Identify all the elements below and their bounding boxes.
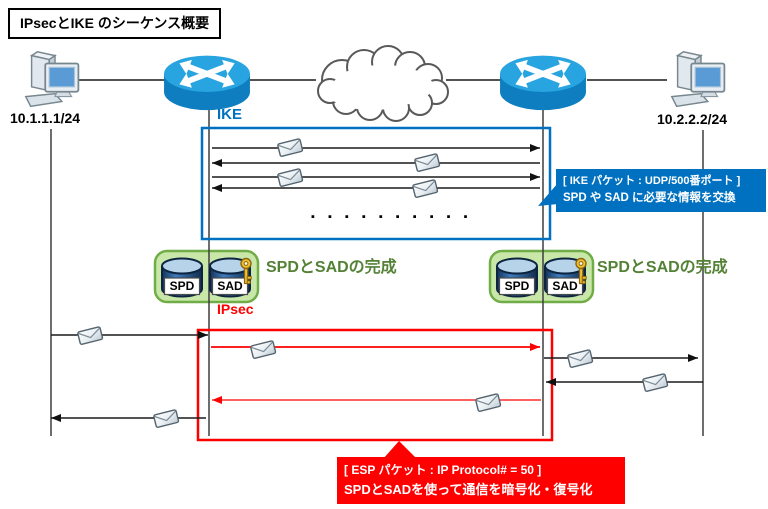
ike-callout-line2: SPD や SAD に必要な情報を交換 — [563, 192, 736, 205]
page-title: IPsecとIKE のシーケンス概要 — [8, 8, 222, 39]
sad-db-label: SAD — [217, 279, 243, 293]
packet-envelope-icon — [413, 152, 441, 173]
packet-envelope-icon — [641, 372, 669, 393]
packet-envelope-icon — [249, 339, 277, 360]
host-right-icon — [670, 50, 726, 108]
ike-callout-line1: [ IKE パケット : UDP/500番ポート ] — [563, 175, 741, 187]
host-left-icon — [24, 50, 80, 108]
ike-exchange-box — [200, 126, 552, 241]
spd-db-label: SPD — [170, 279, 195, 293]
router-left-icon — [164, 55, 250, 111]
ike-phase-label: IKE — [217, 106, 243, 123]
ipsec-message-arrows — [51, 331, 703, 422]
router-right-icon — [500, 55, 586, 111]
spd-db-label: SPD — [505, 279, 530, 293]
spd-sad-complete-right-caption: SPDとSADの完成 — [597, 259, 728, 276]
ike-continuation-dots: ▪ ▪ ▪ ▪ ▪ ▪ ▪ ▪ ▪ ▪ — [311, 211, 473, 223]
packet-envelope-icon — [276, 167, 304, 188]
ipsec-phase-label: IPsec — [217, 301, 254, 317]
esp-callout: [ ESP パケット : IP Protocol# = 50 ] SPDとSAD… — [337, 457, 625, 504]
left-host-ip-label: 10.1.1.1/24 — [10, 110, 81, 126]
esp-callout-line1: [ ESP パケット : IP Protocol# = 50 ] — [344, 463, 542, 477]
ike-callout-tail — [538, 183, 558, 206]
spd-database-right-icon: SPD — [496, 257, 538, 298]
esp-callout-tail — [383, 441, 417, 459]
packet-envelope-icon — [276, 137, 304, 158]
sad-db-label: SAD — [552, 279, 578, 293]
sad-database-right-icon: SAD — [544, 257, 587, 298]
spd-sad-complete-left-caption: SPDとSADの完成 — [266, 259, 397, 276]
sad-database-left-icon: SAD — [209, 257, 252, 298]
packet-envelope-icon — [76, 325, 104, 346]
right-host-ip-label: 10.2.2.2/24 — [657, 111, 728, 127]
packet-envelope-icon — [566, 348, 594, 369]
packet-envelope-icon — [411, 178, 439, 199]
esp-callout-line2: SPDとSADを使って通信を暗号化・復号化 — [344, 481, 593, 497]
ike-callout: [ IKE パケット : UDP/500番ポート ] SPD や SAD に必要… — [556, 169, 766, 212]
network-cloud-icon — [317, 45, 449, 122]
packet-envelope-icon — [152, 408, 180, 429]
spd-database-left-icon: SPD — [161, 257, 203, 298]
ike-message-arrows — [212, 144, 540, 192]
packet-envelope-icon — [474, 392, 502, 413]
